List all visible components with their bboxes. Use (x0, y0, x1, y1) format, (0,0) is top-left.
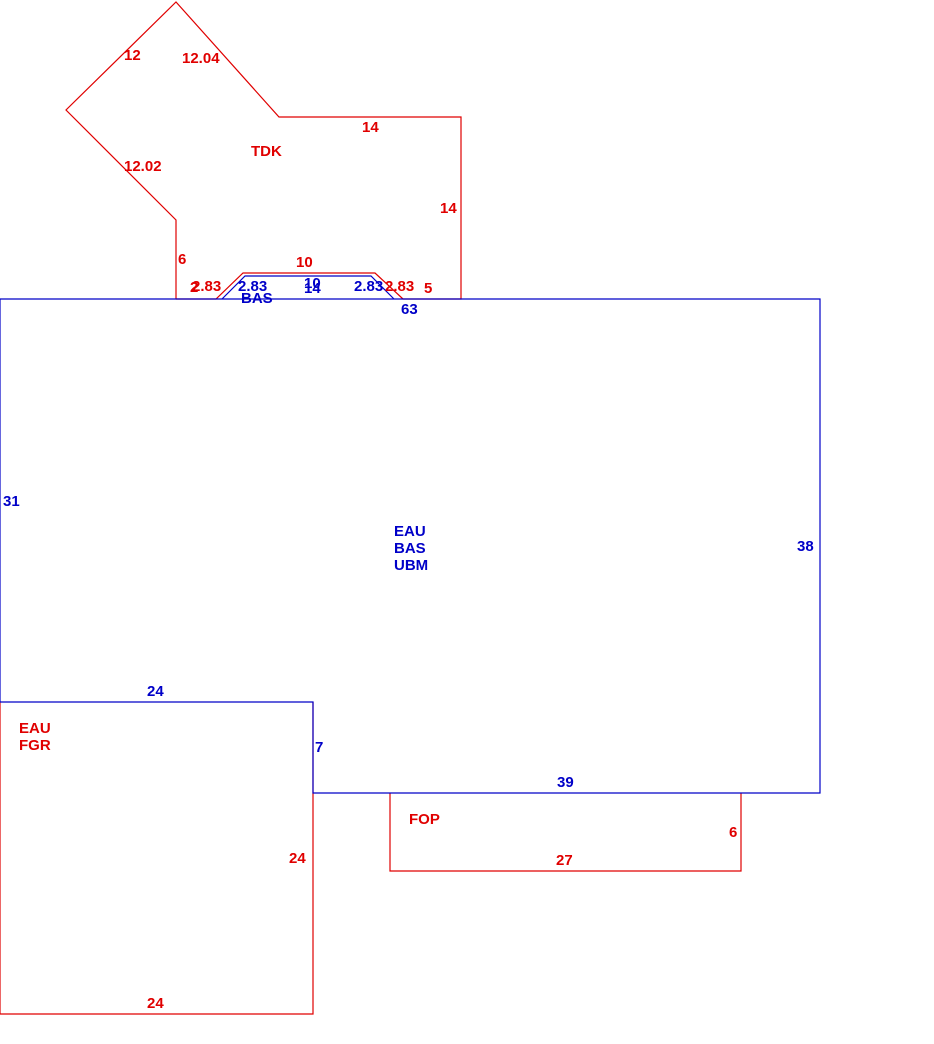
dim-main-step: 7 (315, 739, 323, 756)
deck-outline (65, 1, 462, 300)
main-structure-outline (0, 298, 821, 794)
garage-outline (0, 702, 314, 1015)
dim-bay-top: 10 (304, 275, 321, 292)
dim-main-bottom: 39 (557, 774, 574, 791)
dim-deck-left-stub: 2 (190, 279, 198, 296)
dim-main-right: 38 (797, 538, 814, 555)
dim-deck-left-diag: 2.83 (192, 278, 221, 295)
dim-garage-right: 24 (289, 850, 306, 867)
dim-deck-bay-top: 10 (296, 254, 313, 271)
dim-deck-top-right: 14 (362, 119, 379, 136)
dim-main-left: 31 (3, 493, 20, 510)
dim-porch-right: 6 (729, 824, 737, 841)
garage-code-1: EAU (19, 720, 51, 737)
dim-bay-right-diag: 2.83 (354, 278, 383, 295)
main-code-1: EAU (394, 523, 426, 540)
bay-outline (221, 275, 395, 300)
dim-garage-bottom: 24 (147, 995, 164, 1012)
dim-deck-right-diag: 2.83 (385, 278, 414, 295)
dim-deck-right-stub: 5 (424, 280, 432, 297)
main-code-2: BAS (394, 540, 426, 557)
dim-porch-bottom: 27 (556, 852, 573, 869)
dim-deck-upper-right: 12.04 (182, 50, 220, 67)
dim-deck-upper-left: 12 (124, 47, 141, 64)
dim-deck-left: 6 (178, 251, 186, 268)
main-code-3: UBM (394, 557, 428, 574)
porch-code: FOP (409, 811, 440, 828)
porch-outline (389, 793, 742, 872)
dim-main-top: 63 (401, 301, 418, 318)
bay-code: BAS (241, 290, 273, 307)
dim-bay-left-diag: 2.83 (238, 278, 267, 295)
dim-deck-right: 14 (440, 200, 457, 217)
dim-bay-base: 14 (304, 280, 321, 297)
garage-code-2: FGR (19, 737, 51, 754)
dim-main-garage-edge: 24 (147, 683, 164, 700)
dim-deck-lower-left: 12.02 (124, 158, 162, 175)
deck-code: TDK (251, 143, 282, 160)
